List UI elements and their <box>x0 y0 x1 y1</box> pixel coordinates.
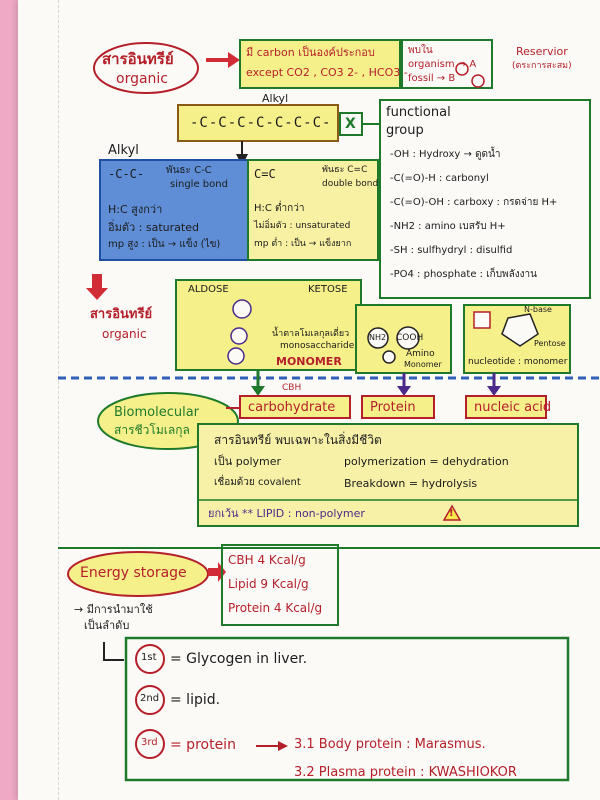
order-box <box>124 636 570 782</box>
double-bond-en: double bond <box>322 179 379 189</box>
double-bond-th: พันธะ C=C <box>322 165 368 175</box>
double-unsaturated: ไม่อิ่มตัว : unsaturated <box>254 221 351 231</box>
organic-thai: สารอินทรีย์ <box>90 307 153 322</box>
single-bond-th: พันธะ C-C <box>166 165 212 176</box>
sources-line-1: พบใน <box>408 45 433 56</box>
alkyl-top-label: Alkyl <box>262 92 289 105</box>
bio-line-2a: เป็น polymer <box>214 455 282 468</box>
single-saturated: อิ่มตัว : saturated <box>108 221 199 234</box>
double-hc: H:C ต่ำกว่า <box>254 203 305 214</box>
alkyl-label: Alkyl <box>108 143 139 158</box>
third-item: = protein <box>170 737 236 753</box>
single-bond-box <box>99 159 249 261</box>
functional-item: -NH2 : amino เบสรับ H+ <box>390 221 506 232</box>
bio-info-box <box>197 423 579 527</box>
plasma-protein: 3.2 Plasma protein : KWASHIOKOR <box>294 765 517 780</box>
bio-line-3b: Breakdown = hydrolysis <box>344 477 478 490</box>
sources-line-2: organism → A <box>408 59 477 70</box>
carbon-box <box>239 39 401 89</box>
single-mp: mp สูง : เป็น → แข็ง (ไข) <box>108 239 221 250</box>
aldose-label: ALDOSE <box>188 284 229 295</box>
carbon-line-2: except CO2 , CO3 2- , HCO3 - <box>246 66 408 79</box>
second-number: 2nd <box>140 693 160 704</box>
page-margin-line <box>58 0 60 800</box>
bio-title-en: Biomolecular <box>114 405 200 420</box>
double-mp: mp ต่ำ : เป็น → แข็งยาก <box>254 239 352 249</box>
nucleotide-label: nucleotide : monomer <box>468 357 568 367</box>
nucleic-box <box>465 395 547 419</box>
order-note-2: เป็นลำดับ <box>84 619 130 632</box>
bio-line-1: สารอินทรีย์ พบเฉพาะในสิ่งมีชีวิต <box>214 433 382 447</box>
single-hc: H:C สูงกว่า <box>108 203 163 216</box>
functional-title-2: group <box>386 123 424 138</box>
functional-item: -PO4 : phosphate : เก็บพลังงาน <box>390 269 537 280</box>
amino-monomer: Monomer <box>404 360 442 369</box>
double-bond-box <box>247 159 379 261</box>
protein-box <box>361 395 435 419</box>
functional-title-1: functional <box>386 105 451 120</box>
single-formula: -C-C- <box>108 167 145 181</box>
carbohydrate-label: carbohydrate <box>248 400 336 415</box>
monomer-sugar-box <box>175 279 362 371</box>
nucleic-label: nucleic acid <box>474 400 552 415</box>
functional-item: -SH : sulfhydryl : disulfid <box>390 245 513 256</box>
reservior-label: Reservior <box>516 45 568 58</box>
cbh-label: CBH <box>282 383 302 393</box>
single-bond-en: single bond <box>170 179 228 190</box>
carbon-chain: -C-C-C-C-C-C-C- <box>190 115 332 131</box>
energy-cbh: CBH 4 Kcal/g <box>228 553 306 567</box>
energy-values-box <box>221 544 339 626</box>
x-mark: X <box>345 116 356 132</box>
sources-line-3: fossil → B <box>408 73 456 84</box>
amino-cooh: COOH <box>396 333 424 343</box>
functional-item: -OH : Hydroxy → ดูดน้ำ <box>390 149 501 160</box>
monomer-label: MONOMER <box>276 355 342 368</box>
pentose-label: Pentose <box>534 339 566 348</box>
functional-item: -C(=O)-OH : carboxy : กรดจ่าย H+ <box>390 197 558 208</box>
warning-icon: ! <box>449 508 454 519</box>
functional-group-box <box>379 99 591 299</box>
first-item: = Glycogen in liver. <box>170 651 308 667</box>
title-english: organic <box>116 71 169 87</box>
first-number: 1st <box>141 652 157 663</box>
carbohydrate-box <box>239 395 351 419</box>
lipid-exception: ยกเว้น ** LIPID : non-polymer <box>208 507 365 520</box>
title-thai: สารอินทรีย์ <box>102 50 174 68</box>
monosaccharide-thai: น้ำตาลโมเลกุลเดี่ยว <box>272 329 350 339</box>
order-note-1: → มีการนำมาใช้ <box>74 603 153 616</box>
title-oval <box>93 42 199 94</box>
monosaccharide-en: monosaccharide <box>280 341 355 351</box>
nbase-label: N-base <box>524 305 552 314</box>
notebook-page: สารอินทรีย์ organic มี carbon เป็นองค์ปร… <box>18 0 600 800</box>
energy-title: Energy storage <box>80 565 187 581</box>
ketose-label: KETOSE <box>308 284 348 295</box>
second-item: = lipid. <box>170 692 221 708</box>
bio-title-th: สารชีวโมเลกุล <box>114 423 190 437</box>
sources-box <box>401 39 493 89</box>
carbon-line-1: มี carbon เป็นองค์ประกอบ <box>246 46 375 59</box>
reservior-note: (ตระการสะสม) <box>512 61 572 71</box>
energy-protein: Protein 4 Kcal/g <box>228 601 323 615</box>
protein-label: Protein <box>370 400 416 415</box>
double-formula: C=C <box>254 167 276 181</box>
functional-item: -C(=O)-H : carbonyl <box>390 173 489 184</box>
energy-lipid: Lipid 9 Kcal/g <box>228 577 309 591</box>
red-arrow-icon <box>206 52 240 68</box>
third-number: 3rd <box>141 737 158 748</box>
alkyl-chain-box <box>177 104 339 142</box>
drawing-layer <box>58 39 600 782</box>
bio-line-3a: เชื่อมด้วย covalent <box>214 477 301 488</box>
organic-english: organic <box>102 327 147 341</box>
amino-nh2: NH2 <box>369 333 387 342</box>
red-down-arrow-icon <box>86 274 108 300</box>
amino-label: Amino <box>406 349 435 359</box>
body-protein: 3.1 Body protein : Marasmus. <box>294 737 486 752</box>
bio-line-2b: polymerization = dehydration <box>344 455 509 468</box>
